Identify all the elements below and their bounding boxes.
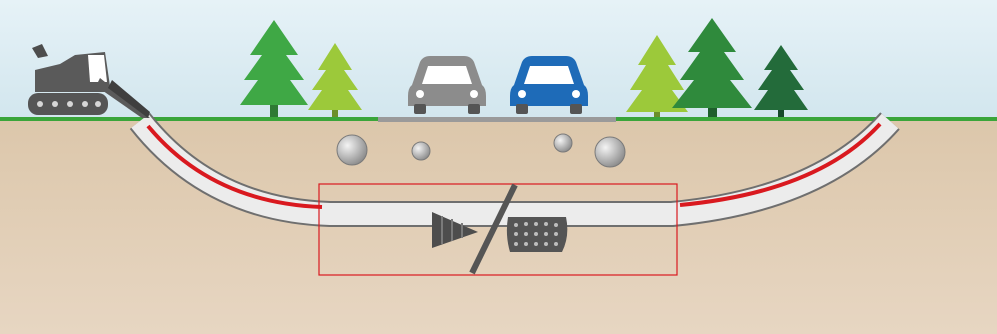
tree-icon — [308, 43, 362, 117]
sky — [0, 0, 997, 120]
tree-icon — [754, 45, 808, 117]
pipe-red-line-left — [146, 124, 323, 209]
stone-icon — [411, 141, 431, 161]
stone-icon — [553, 133, 573, 153]
pipe-red-line-right — [679, 122, 882, 207]
stone-icon — [594, 136, 626, 168]
cone-drill-head-icon — [432, 212, 478, 248]
tree-icon — [672, 18, 752, 117]
car-icon — [408, 56, 486, 114]
break-separator — [469, 183, 518, 275]
detail-highlight-box — [318, 183, 678, 276]
tree-icon — [626, 35, 688, 117]
tree-icon — [240, 20, 308, 117]
car-icon — [510, 56, 588, 114]
stone-icon — [336, 134, 368, 166]
road — [378, 117, 616, 122]
barrel-reamer-icon — [506, 217, 568, 252]
drilling-rig-icon — [28, 44, 150, 118]
